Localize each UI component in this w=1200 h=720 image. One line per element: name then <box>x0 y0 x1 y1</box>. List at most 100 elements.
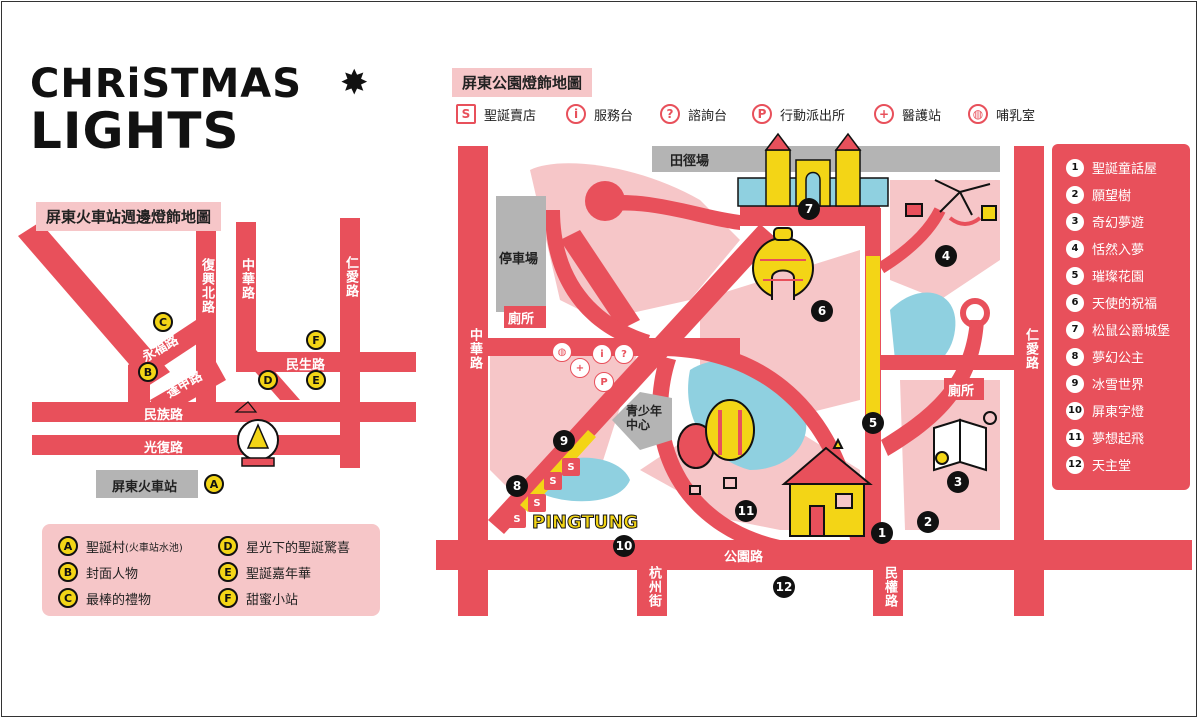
road-curve-center <box>660 340 866 540</box>
road-label-minsheng: 民生路 <box>286 358 326 373</box>
parking-block <box>496 196 546 312</box>
road-label-renai: 仁愛路 <box>343 256 358 298</box>
logo: CHRiSTMAS LIGHTS <box>30 64 302 156</box>
stadium-label: 田徑場 <box>670 154 710 169</box>
marker-2[interactable]: 2 <box>917 511 939 533</box>
parking-label: 停車場 <box>499 252 539 267</box>
marker-9[interactable]: 9 <box>553 430 575 452</box>
legend-item-b: B 封面人物 <box>58 562 138 582</box>
legend-item-c: C 最棒的禮物 <box>58 588 151 608</box>
marker-11[interactable]: 11 <box>735 500 757 522</box>
police-icon: P <box>594 372 614 392</box>
road-curve-lower <box>652 356 780 556</box>
toilet-block-2 <box>944 378 984 400</box>
question-icon: ? <box>614 344 634 364</box>
marker-10[interactable]: 10 <box>613 535 635 557</box>
park-road-label-renai: 仁愛路 <box>1023 328 1038 370</box>
marker-7[interactable]: 7 <box>798 198 820 220</box>
marker-b[interactable]: B <box>138 362 158 382</box>
left-legend: A 聖誕村(火車站水池) D 星光下的聖誕驚喜 B 封面人物 E 聖誕嘉年華 C… <box>42 524 380 616</box>
road-gongyuan <box>436 540 1192 570</box>
marker-12[interactable]: 12 <box>773 576 795 598</box>
marker-c[interactable]: C <box>153 312 173 332</box>
icon-legend-nursing: ◍ 哺乳室 <box>968 104 1035 124</box>
info-icon: i <box>566 104 586 124</box>
logo-line2: LIGHTS <box>30 102 240 160</box>
marker-4[interactable]: 4 <box>935 245 957 267</box>
icon-legend: S 聖誕賣店 i 服務台 ? 諮詢台 P 行動派出所 + 醫護站 ◍ 哺乳室 <box>456 104 1056 128</box>
marker-e[interactable]: E <box>306 370 326 390</box>
question-icon: ? <box>660 104 680 124</box>
legend-item-e: E 聖誕嘉年華 <box>218 562 311 582</box>
road-diagonal-2 <box>560 230 640 330</box>
baby-bottle-icon: ◍ <box>968 104 988 124</box>
marker-5[interactable]: 5 <box>862 412 884 434</box>
toilet-block-1 <box>504 306 546 328</box>
station-label: 屏東火車站 <box>112 480 178 495</box>
road-label-minzu: 民族路 <box>144 408 184 423</box>
road-fuxingbei <box>196 222 216 412</box>
park-road-label-gongyuan: 公園路 <box>724 550 764 565</box>
lantern-icon <box>752 227 814 300</box>
road-label-guangfu: 光復路 <box>144 441 184 456</box>
marker-1[interactable]: 1 <box>871 522 893 544</box>
roundabout-right <box>960 298 990 328</box>
icon-legend-info: i 服務台 <box>566 104 633 124</box>
park-map <box>436 132 1192 616</box>
star-icon: ✸ <box>340 63 369 103</box>
road-h-mid <box>488 338 740 356</box>
youth-center-label: 青少年中心 <box>626 404 663 432</box>
medical-cross-icon: + <box>570 358 590 378</box>
icon-legend-shop: S 聖誕賣店 <box>456 104 536 124</box>
toilet-label-2: 廁所 <box>948 384 975 399</box>
youth-center-block <box>612 392 672 450</box>
left-map-roads <box>18 218 416 498</box>
roundabout-top <box>585 181 625 221</box>
storybook-icon <box>933 411 997 472</box>
road-diagonal-main <box>488 224 776 534</box>
road-minquan <box>873 570 903 616</box>
marker-f[interactable]: F <box>306 330 326 350</box>
marker-a[interactable]: A <box>204 474 224 494</box>
legend-item-f: F 甜蜜小站 <box>218 588 298 608</box>
road-minzu <box>32 402 416 422</box>
road-label-zhonghua: 中華路 <box>239 258 254 300</box>
marker-3[interactable]: 3 <box>947 471 969 493</box>
marker-6[interactable]: 6 <box>811 300 833 322</box>
shop-icon: S <box>508 510 526 528</box>
marker-8[interactable]: 8 <box>506 475 528 497</box>
road-renai-park <box>1014 146 1044 616</box>
road-hangzhou <box>637 570 667 616</box>
shop-icon: S <box>562 458 580 476</box>
carousel-mobile-icon <box>905 179 997 226</box>
park-road-label-zhonghua: 中華路 <box>467 328 482 370</box>
medical-cross-icon: + <box>874 104 894 124</box>
castle-icon <box>737 132 889 207</box>
park-area-right-top <box>890 180 1000 300</box>
shop-icon: S <box>544 472 562 490</box>
park-area-top-left <box>530 163 740 320</box>
yellow-path-diagonal <box>520 430 596 512</box>
marker-d[interactable]: D <box>258 370 278 390</box>
fairytale-house-icon <box>781 437 873 537</box>
left-map-title: 屏東火車站週邊燈飾地圖 <box>36 202 222 231</box>
pingtung-sign: PINGTUNG <box>531 512 639 534</box>
station-building <box>96 470 198 498</box>
road-label-fuxingbei: 復興北路 <box>199 258 214 314</box>
snow-globe-icon <box>234 401 279 467</box>
road-minsheng <box>236 352 416 372</box>
